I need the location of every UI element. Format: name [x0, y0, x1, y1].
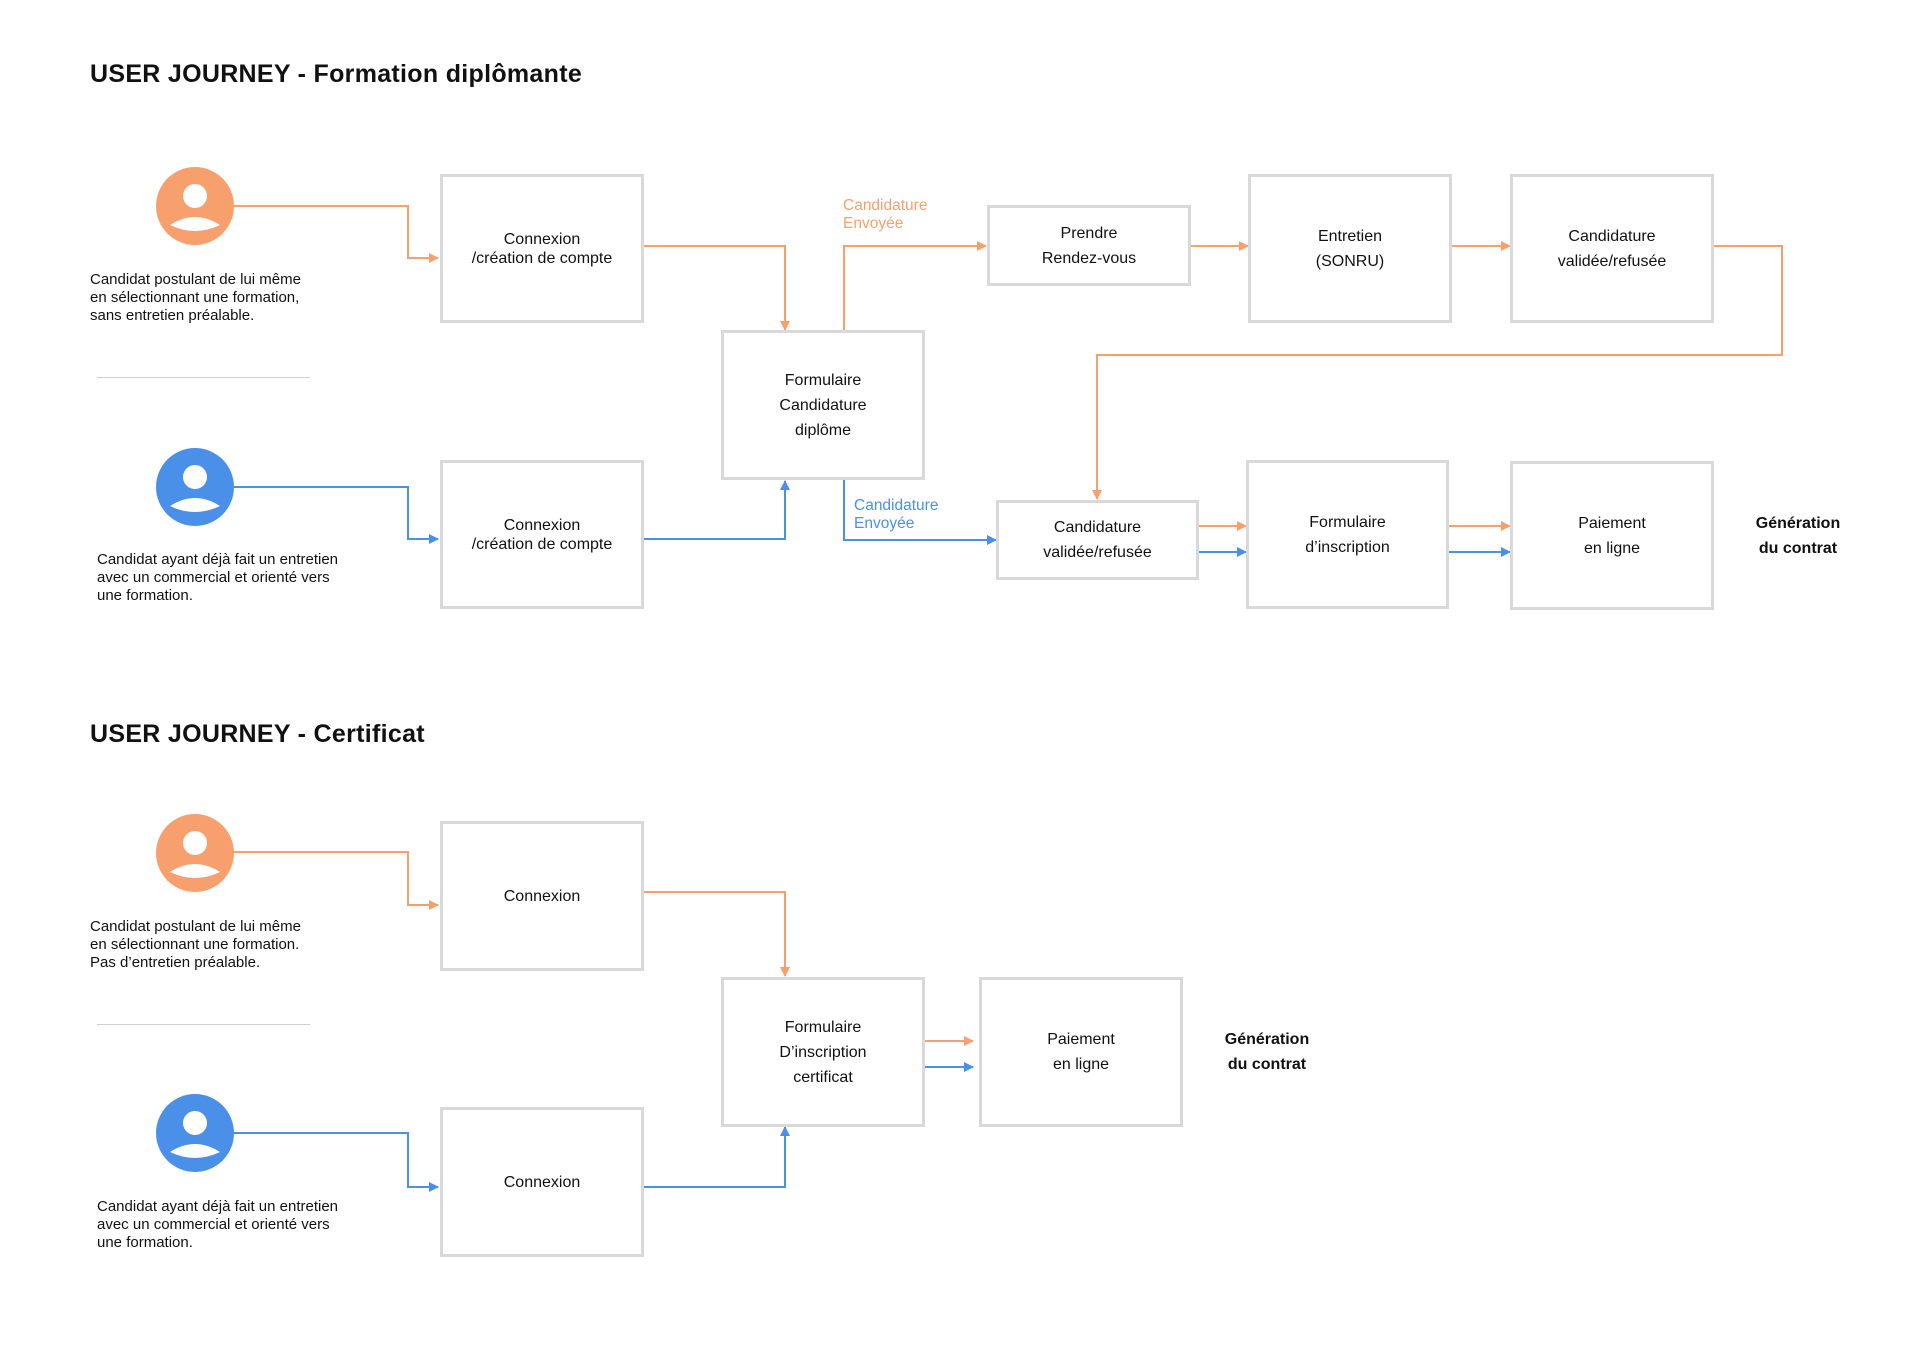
arrow-actor-to-connexion-orange: [230, 205, 439, 263]
paiement-box: Paiement en ligne: [1510, 461, 1714, 610]
actor-orange-caption: Candidat postulant de lui même en sélect…: [90, 271, 301, 324]
prendre-rdv-box: Prendre Rendez-vous: [987, 205, 1191, 286]
arrow-j2-connexion-to-formulaire-orange: [642, 891, 790, 977]
formulaire-candidature-box: Formulaire Candidature diplôme: [721, 330, 925, 480]
arrow-actor-to-connexion-blue: [230, 486, 439, 544]
person-icon: [156, 814, 234, 892]
arrow-candidature-loop-back: [1092, 245, 1783, 500]
arrow-j2-actor-to-connexion-blue: [230, 1132, 439, 1192]
entretien-box: Entretien (SONRU): [1248, 174, 1452, 323]
label-candidature-envoyee-orange: Candidature Envoyée: [843, 197, 928, 232]
person-icon: [156, 167, 234, 245]
arrow-j2-actor-to-connexion-orange: [230, 851, 439, 910]
arrow-connexion-to-formulaire-orange: [642, 245, 790, 331]
actor-divider: [97, 377, 310, 378]
candidature-validee-bottom-box: Candidature validée/refusée: [996, 500, 1199, 580]
arrow-j2-connexion-to-formulaire-blue: [642, 1126, 790, 1188]
j2-connexion-top-box: Connexion: [440, 821, 644, 971]
journey1-title: USER JOURNEY - Formation diplômante: [90, 60, 583, 88]
j2-actor-divider: [97, 1024, 310, 1025]
actor-blue-caption: Candidat ayant déjà fait un entretien av…: [97, 551, 339, 604]
arrow-connexion-to-formulaire-blue: [642, 480, 790, 540]
label-candidature-envoyee-blue: Candidature Envoyée: [854, 497, 939, 532]
j2-actor-orange-caption: Candidat postulant de lui même en sélect…: [90, 918, 301, 971]
connexion-bottom-box: Connexion /création de compte: [440, 460, 644, 609]
arrow-formulaire-to-candidature-blue: [843, 479, 997, 545]
person-icon: [156, 1094, 234, 1172]
j2-paiement-box: Paiement en ligne: [979, 977, 1183, 1127]
generation-contrat-label: Génération du contrat: [1755, 515, 1841, 557]
formulaire-inscription-box: Formulaire d’inscription: [1246, 460, 1449, 609]
journey2-title: USER JOURNEY - Certificat: [90, 720, 425, 748]
j2-formulaire-inscription-box: Formulaire D’inscription certificat: [721, 977, 925, 1127]
j2-generation-contrat-label: Génération du contrat: [1224, 1031, 1310, 1073]
person-icon: [156, 448, 234, 526]
connexion-top-box: Connexion /création de compte: [440, 174, 644, 323]
j2-actor-blue-caption: Candidat ayant déjà fait un entretien av…: [97, 1198, 339, 1251]
arrow-formulaire-to-prendre-rdv: [843, 241, 987, 331]
candidature-validee-top-box: Candidature validée/refusée: [1510, 174, 1714, 323]
j2-connexion-bottom-box: Connexion: [440, 1107, 644, 1257]
